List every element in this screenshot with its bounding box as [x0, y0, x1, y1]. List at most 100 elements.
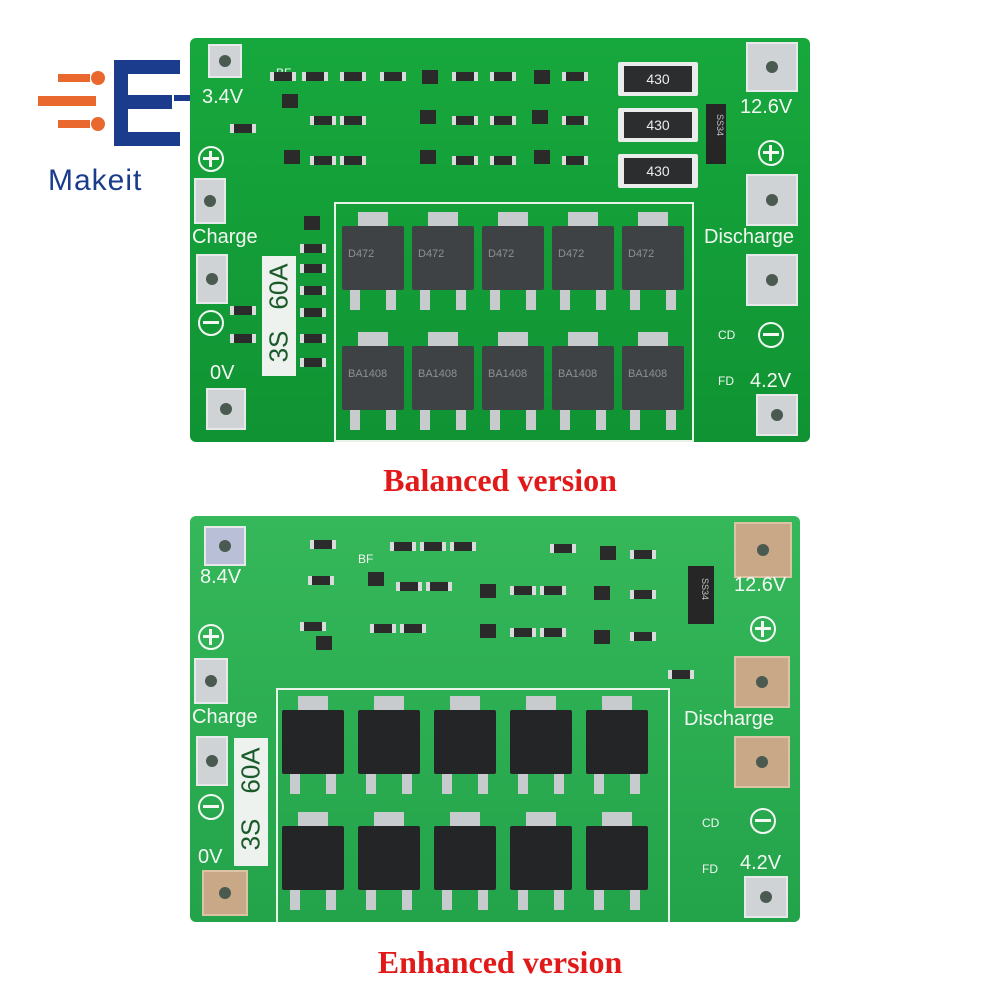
plus-icon [758, 140, 784, 166]
ic-chip [480, 584, 496, 598]
smd-component [400, 624, 426, 633]
caption-balanced: Balanced version [383, 462, 617, 498]
pad-discharge-minus [746, 254, 798, 306]
mosfet [586, 812, 648, 910]
smd-component [340, 116, 366, 125]
smd-component [490, 156, 516, 165]
label-zero: 0V [210, 362, 235, 384]
smd-component [300, 358, 326, 367]
mosfet: D472 [342, 212, 404, 310]
makeit-logo-text: Makeit [48, 164, 143, 197]
mosfet: D472 [412, 212, 474, 310]
rating-label: 60A 3S [262, 256, 296, 376]
pad-charge-plus [194, 658, 228, 704]
smd-component [420, 542, 446, 551]
pad-b1 [208, 44, 242, 78]
smd-component [230, 334, 256, 343]
smd-component [300, 264, 326, 273]
smd-component [510, 586, 536, 595]
smd-component [452, 116, 478, 125]
minus-icon [198, 310, 224, 336]
smd-component [450, 542, 476, 551]
smd-component [510, 628, 536, 637]
mosfet: D472 [622, 212, 684, 310]
caption-enhanced: Enhanced version [377, 944, 623, 980]
label-v-mid: 4.2V [750, 370, 792, 392]
makeit-logo-mark [38, 60, 192, 146]
plus-icon [198, 624, 224, 650]
mosfet [434, 812, 496, 910]
mosfet [434, 696, 496, 794]
label-charge: Charge [192, 706, 258, 728]
plus-icon [750, 616, 776, 642]
smd-component [562, 156, 588, 165]
smd-component [310, 156, 336, 165]
pad-b2 [744, 876, 788, 918]
smd-component [630, 550, 656, 559]
smd-component [300, 622, 326, 631]
smd-component [302, 72, 328, 81]
ic-chip [284, 150, 300, 164]
smd-component [308, 576, 334, 585]
label-v-mid: 4.2V [740, 852, 782, 874]
label-fd: FD [718, 374, 734, 388]
label-fd: FD [702, 862, 718, 876]
smd-component [562, 116, 588, 125]
smd-component [452, 72, 478, 81]
ic-chip [422, 70, 438, 84]
plus-icon [198, 146, 224, 172]
mosfet: BA1408 [412, 332, 474, 430]
rating-current: 3S [263, 330, 294, 362]
pad-charge-plus [194, 178, 226, 224]
label-v-low: 8.4V [200, 566, 242, 588]
mosfet-area [334, 202, 694, 442]
pad-b-minus [202, 870, 248, 916]
smd-component [300, 286, 326, 295]
smd-component [230, 306, 256, 315]
mosfet [282, 696, 344, 794]
label-zero: 0V [198, 846, 223, 868]
pad-b-minus [206, 388, 246, 430]
ic-chip [594, 586, 610, 600]
smd-component [396, 582, 422, 591]
ic-chip [532, 110, 548, 124]
smd-component [300, 244, 326, 253]
smd-component [562, 72, 588, 81]
smd-component [340, 72, 366, 81]
ic-chip [420, 150, 436, 164]
power-resistor: 430 [618, 154, 698, 188]
smd-component [270, 72, 296, 81]
smd-component [630, 590, 656, 599]
ic-chip [600, 546, 616, 560]
ic-chip [534, 70, 550, 84]
pad-discharge-plus [746, 174, 798, 226]
smd-component [668, 670, 694, 679]
mosfet [586, 696, 648, 794]
label-cd: CD [718, 328, 736, 342]
smd-component [380, 72, 406, 81]
ic-chip [594, 630, 610, 644]
smd-component [540, 628, 566, 637]
rating-label: 60A 3S [234, 738, 268, 866]
smd-component [490, 72, 516, 81]
pad-discharge-minus [734, 736, 790, 788]
smd-component [310, 116, 336, 125]
mosfet-area [276, 688, 670, 922]
smd-component [630, 632, 656, 641]
mosfet: BA1408 [482, 332, 544, 430]
mosfet: D472 [552, 212, 614, 310]
smd-component [230, 124, 256, 133]
pad-b2 [756, 394, 798, 436]
smd-component [426, 582, 452, 591]
makeit-logo: Makeit [28, 52, 198, 202]
label-v-low: 3.4V [202, 86, 244, 108]
label-v-high: 12.6V [734, 574, 787, 596]
smd-component [452, 156, 478, 165]
ic-chip [368, 572, 384, 586]
diode: SS34 [688, 566, 714, 624]
ic-chip [282, 94, 298, 108]
mosfet: D472 [482, 212, 544, 310]
power-resistor: 430 [618, 108, 698, 142]
label-v-high: 12.6V [740, 96, 793, 118]
ic-chip [420, 110, 436, 124]
